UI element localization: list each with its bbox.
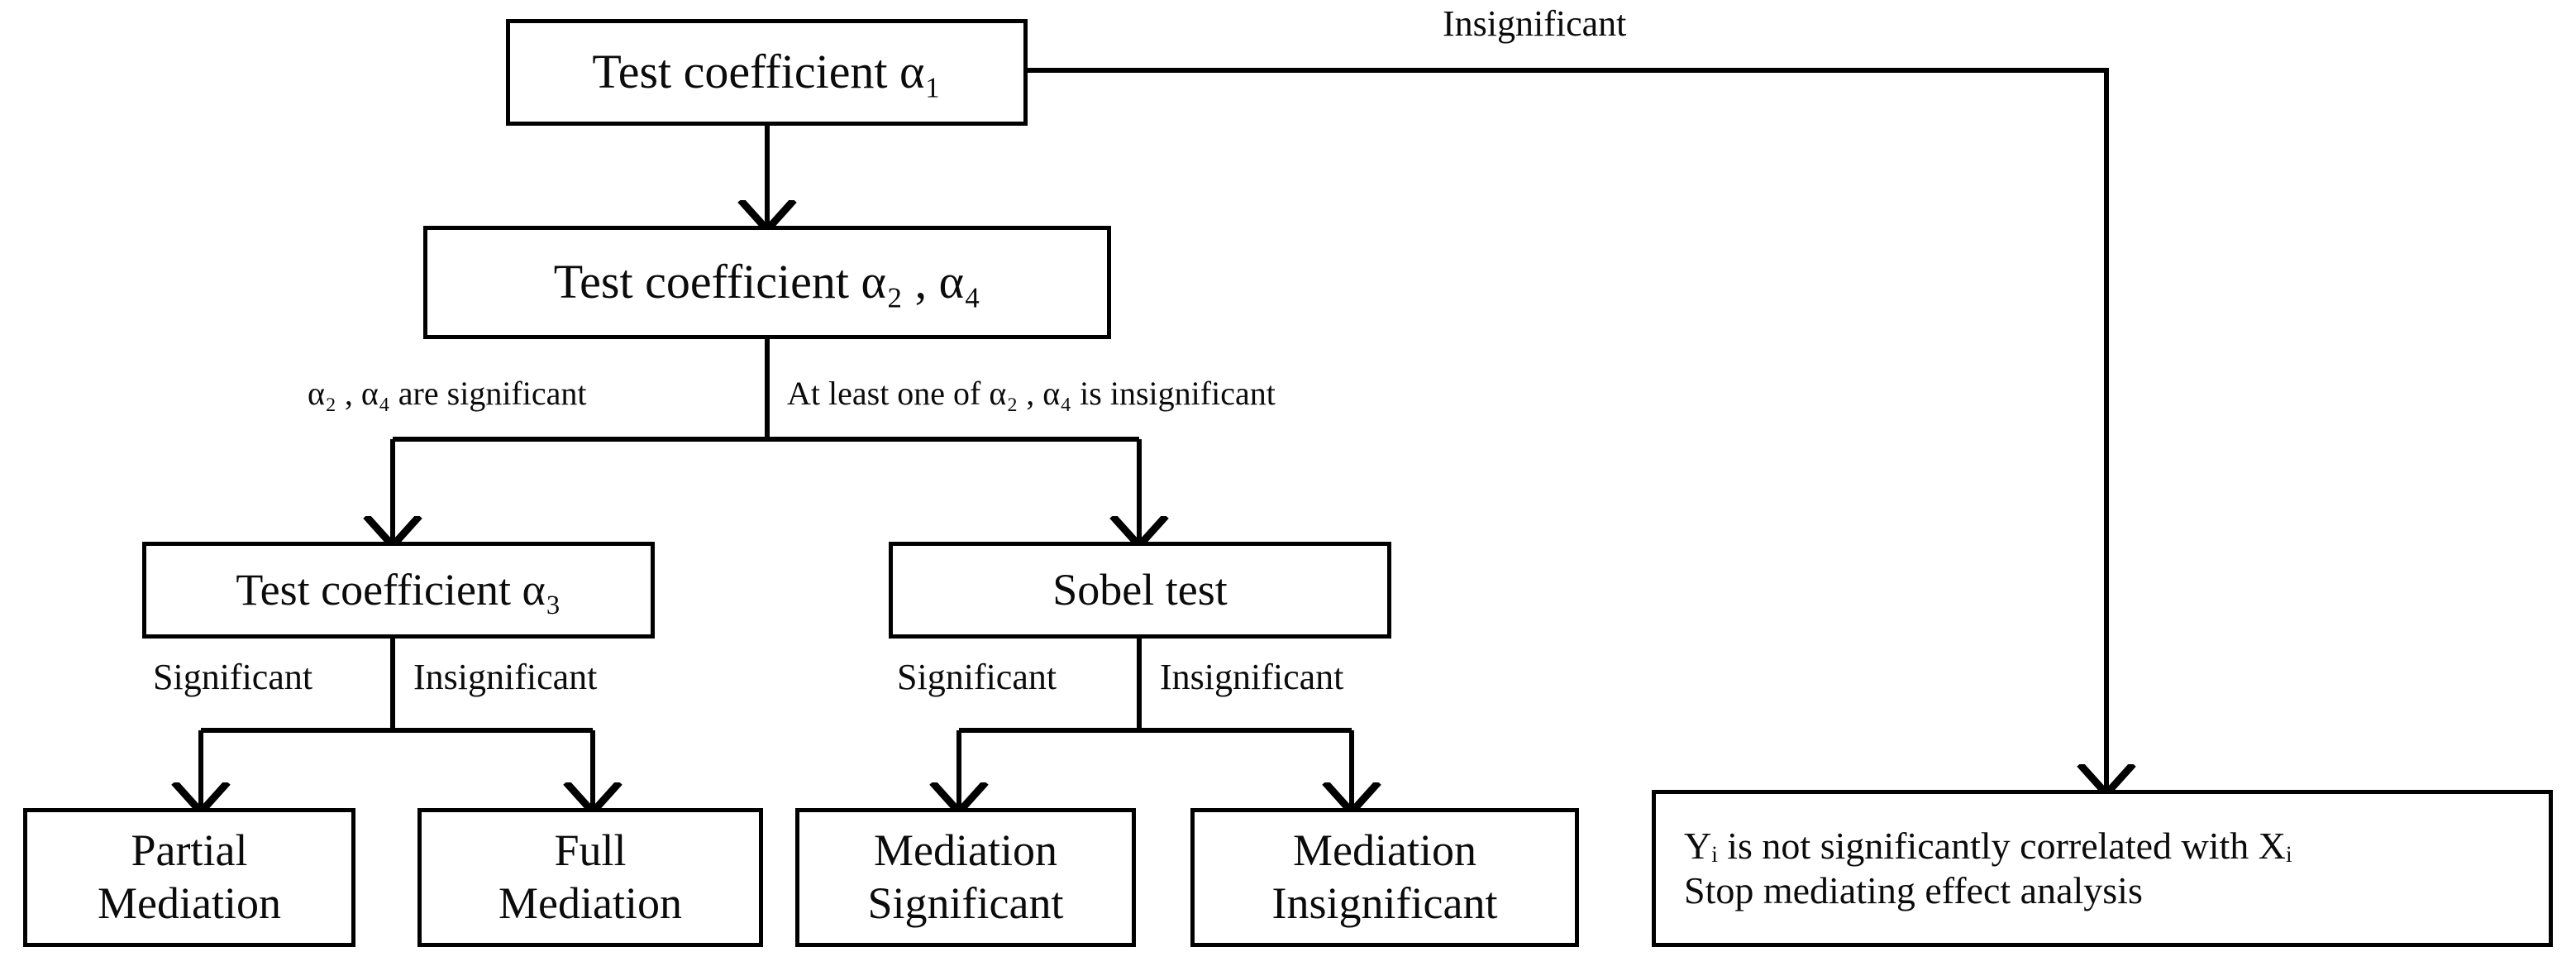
node-full-mediation-line2: Mediation bbox=[499, 878, 682, 928]
node-full-mediation[interactable]: Full Mediation bbox=[417, 808, 763, 947]
edge-label-a3-insignificant: Insignificant bbox=[413, 657, 598, 697]
node-test-coefficient-a1-label: Test coefficient α₁ bbox=[592, 45, 942, 99]
node-sobel-test[interactable]: Sobel test bbox=[889, 542, 1391, 639]
node-stop-analysis-line2: Stop mediating effect analysis bbox=[1684, 869, 2143, 911]
node-sobel-test-label: Sobel test bbox=[1052, 564, 1228, 615]
edge-label-a2a4-significant: α₂ , α₄ are significant bbox=[308, 375, 587, 412]
node-test-coefficient-a1[interactable]: Test coefficient α₁ bbox=[506, 19, 1028, 126]
node-partial-mediation[interactable]: Partial Mediation bbox=[23, 808, 355, 947]
edge-label-a3-significant: Significant bbox=[153, 657, 313, 697]
node-stop-analysis[interactable]: Yᵢ is not significantly correlated with … bbox=[1652, 790, 2553, 947]
node-test-coefficient-a2-a4-label: Test coefficient α₂ , α₄ bbox=[553, 255, 981, 309]
edge-label-a1-insignificant: Insignificant bbox=[1443, 3, 1627, 44]
edge-label-sobel-significant: Significant bbox=[897, 657, 1057, 697]
node-test-coefficient-a3[interactable]: Test coefficient α₃ bbox=[142, 542, 655, 639]
node-partial-mediation-line2: Mediation bbox=[98, 878, 281, 928]
node-partial-mediation-line1: Partial bbox=[131, 825, 248, 876]
node-mediation-insignificant-line2: Insignificant bbox=[1271, 878, 1498, 928]
node-test-coefficient-a2-a4[interactable]: Test coefficient α₂ , α₄ bbox=[423, 226, 1111, 339]
edge-label-a2a4-at-least-one-insignificant: At least one of α₂ , α₄ is insignificant bbox=[787, 375, 1276, 412]
node-mediation-significant-line1: Mediation bbox=[874, 825, 1057, 876]
node-test-coefficient-a3-label: Test coefficient α₃ bbox=[236, 564, 561, 615]
edge-label-sobel-insignificant: Insignificant bbox=[1160, 657, 1344, 697]
node-mediation-insignificant[interactable]: Mediation Insignificant bbox=[1190, 808, 1579, 947]
node-mediation-significant-line2: Significant bbox=[867, 878, 1064, 928]
edge-a1-insignificant bbox=[1028, 68, 2106, 790]
node-stop-analysis-line1: Yᵢ is not significantly correlated with … bbox=[1684, 824, 2292, 867]
node-mediation-significant[interactable]: Mediation Significant bbox=[795, 808, 1136, 947]
node-full-mediation-line1: Full bbox=[554, 825, 627, 876]
node-mediation-insignificant-line1: Mediation bbox=[1293, 825, 1476, 876]
